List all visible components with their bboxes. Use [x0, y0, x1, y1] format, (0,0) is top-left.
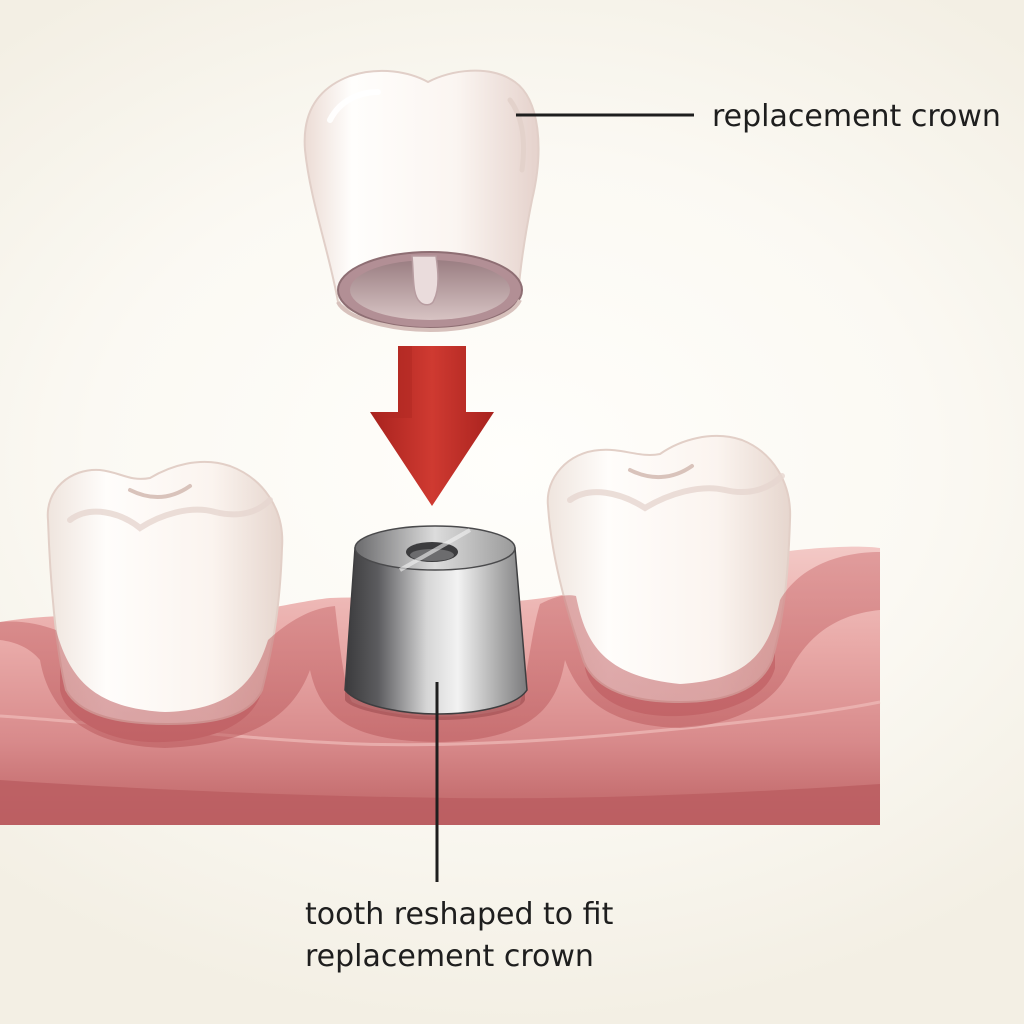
- reshaped-tooth-label-line1: tooth reshaped to fit: [305, 897, 614, 932]
- reshaped-tooth-label: tooth reshaped to fit replacement crown: [305, 894, 613, 978]
- reshaped-tooth-label-line2: replacement crown: [305, 939, 594, 974]
- replacement-crown-label: replacement crown: [712, 99, 1001, 134]
- down-arrow: [370, 346, 494, 506]
- replacement-crown: [303, 69, 540, 333]
- gum-collar: [0, 552, 880, 748]
- reshaped-tooth-abutment: [344, 525, 528, 720]
